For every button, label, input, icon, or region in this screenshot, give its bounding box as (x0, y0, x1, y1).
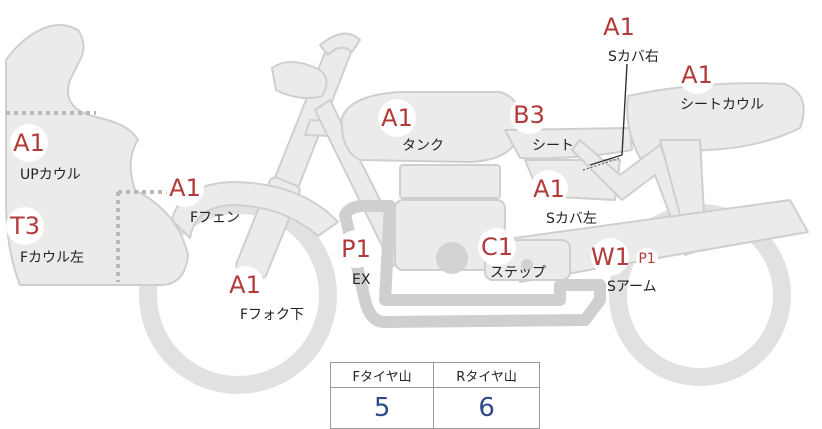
rear-tire-header: Rタイヤ山 (433, 362, 540, 388)
grade-s-cover-right: A1 (600, 8, 638, 46)
label-up-cowl: UPカウル (20, 167, 81, 183)
label-step: ステップ (490, 265, 546, 281)
grade-f-fender: A1 (166, 169, 204, 207)
rear-tire-value: 6 (433, 387, 540, 429)
label-tank: タンク (402, 138, 444, 154)
grade-s-cover-left: A1 (530, 170, 568, 208)
grade-f-cowl-left: T3 (6, 207, 44, 245)
grade-f-fork-lower: A1 (226, 266, 264, 304)
handlebar (319, 32, 361, 56)
s-cover-right-leader (589, 63, 628, 166)
label-s-cover-left: Sカバ左 (546, 211, 597, 227)
label-seat-cowl: シートカウル (680, 97, 764, 113)
front-tire-header: Fタイヤ山 (329, 362, 435, 388)
grade-s-arm-extra: P1 (636, 248, 658, 270)
front-tire-value: 5 (329, 387, 435, 429)
front-cowl (5, 24, 189, 286)
label-f-fork-lower: Fフォク下 (240, 307, 305, 323)
grade-ex: P1 (337, 230, 375, 268)
grade-seat-cowl: A1 (678, 56, 716, 94)
label-s-arm: Sアーム (607, 279, 657, 295)
engine-cover (436, 242, 468, 274)
grade-step: C1 (478, 228, 516, 266)
grade-seat: B3 (510, 96, 548, 134)
label-s-cover-right: Sカバ右 (608, 49, 659, 65)
headlight (271, 61, 328, 99)
exhaust-pipe (339, 199, 606, 328)
grade-s-arm: W1 (591, 238, 630, 276)
front-fender (171, 181, 339, 239)
tire-tread-table: Fタイヤ山 Rタイヤ山 5 6 (329, 362, 540, 429)
label-seat: シート (532, 138, 574, 154)
engine-block (399, 164, 501, 199)
label-f-cowl-left: Fカウル左 (20, 250, 85, 266)
label-ex: EX (352, 272, 371, 288)
grade-up-cowl: A1 (10, 124, 48, 162)
label-f-fender: Fフェン (190, 210, 241, 226)
grade-tank: A1 (378, 99, 416, 137)
